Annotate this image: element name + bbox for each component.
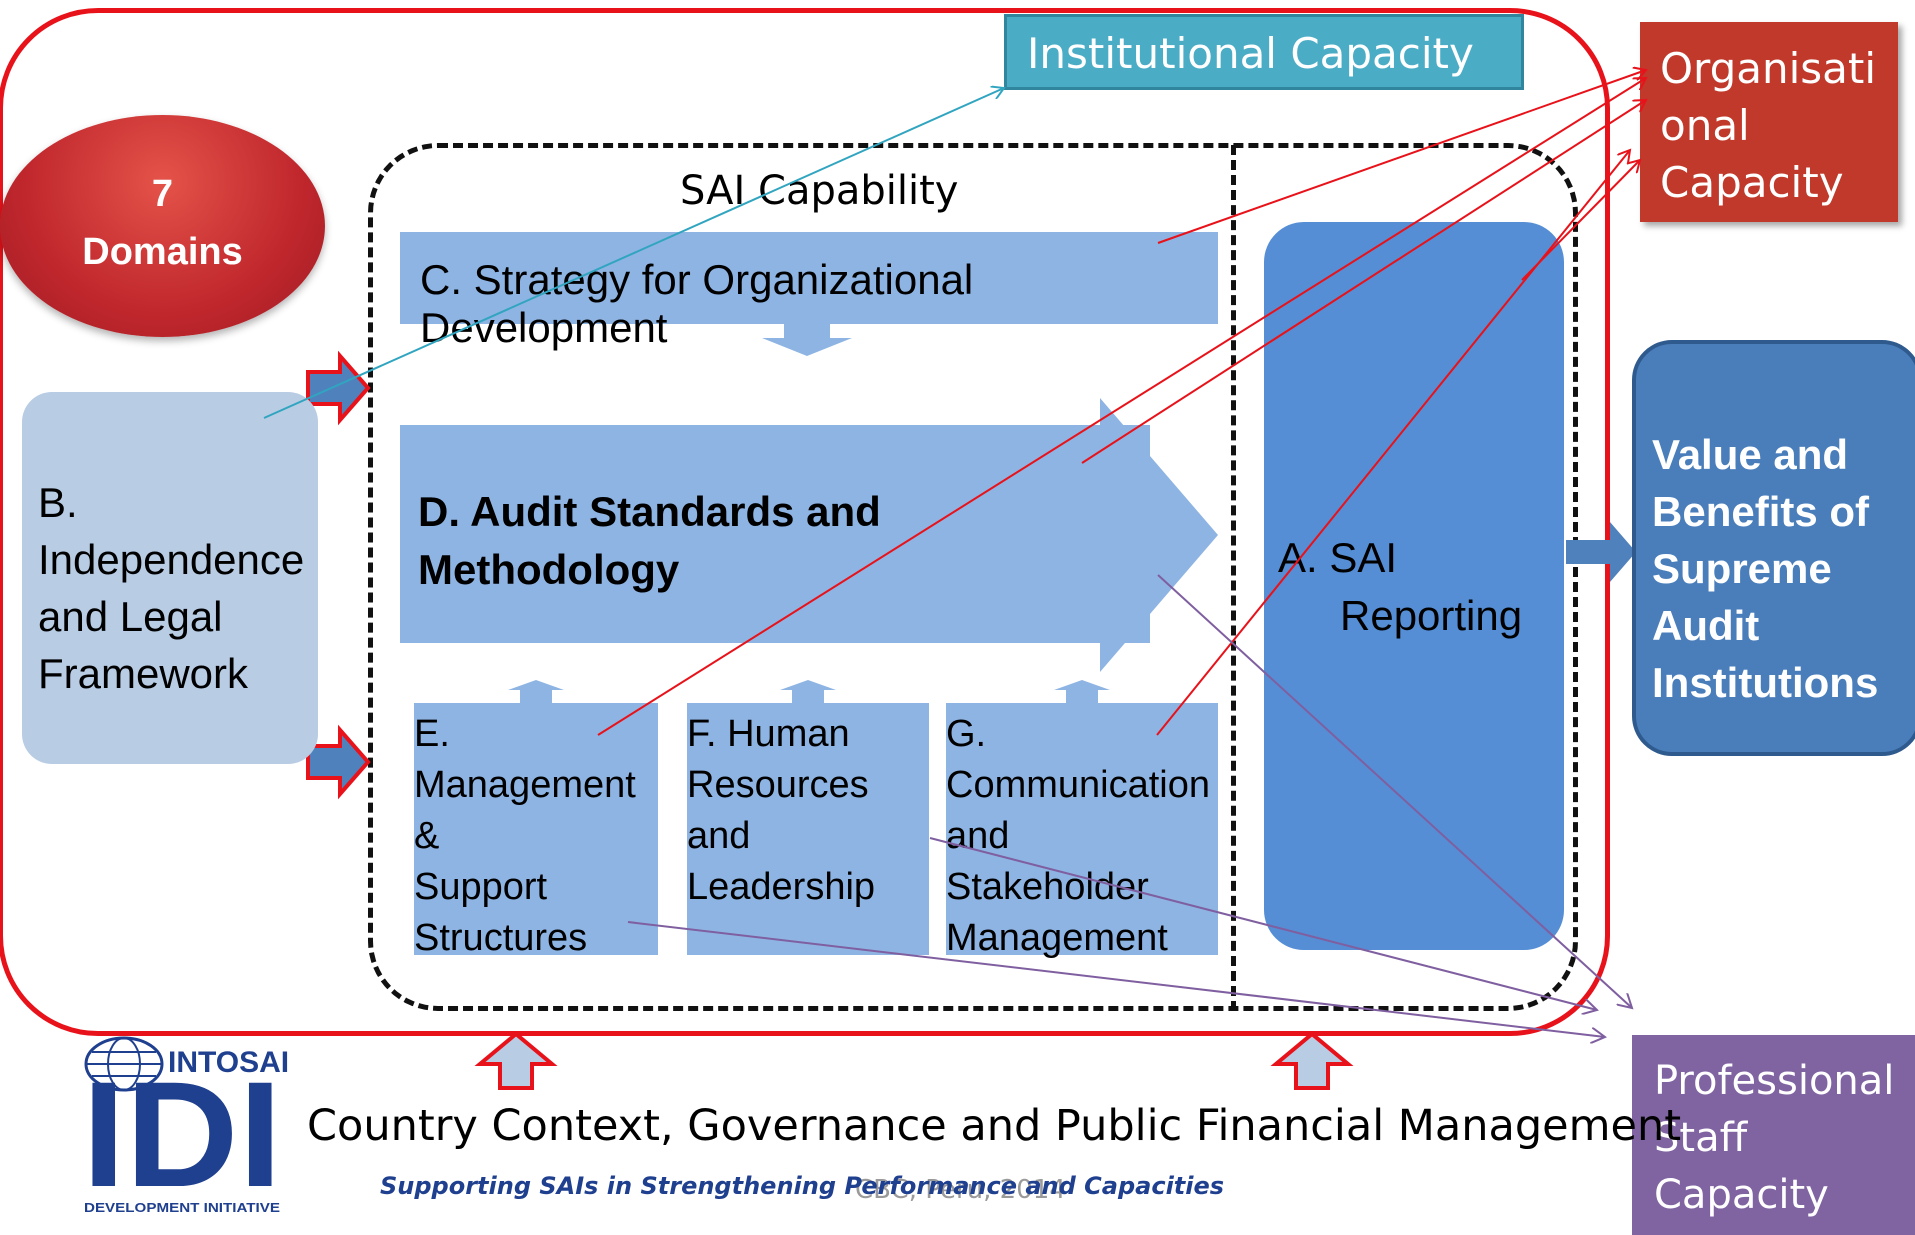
domain-g-line: Communication	[946, 764, 1210, 806]
domain-f-line: Resources and	[687, 764, 869, 857]
intosai-idi-logo: INTOSAI IDI DEVELOPMENT INITIATIVE	[82, 1036, 289, 1216]
org-capacity-line: Organisati	[1660, 44, 1877, 93]
domain-e-line: Management &	[414, 764, 636, 857]
domain-e-box: E. Management & Support Structures	[414, 703, 658, 959]
footer-text: CBC, Peru, 2014	[855, 1175, 1066, 1205]
domain-f-line: F. Human	[687, 713, 850, 755]
prof-staff-line: Professional	[1654, 1058, 1895, 1104]
prof-staff-line: Staff	[1654, 1115, 1748, 1161]
value-line: Audit	[1652, 602, 1760, 649]
domain-b-line: Independence	[38, 536, 305, 583]
link-b-institutional	[263, 88, 1004, 419]
link-c-organisational	[1157, 70, 1646, 244]
domain-f-box: F. Human Resources and Leadership	[687, 703, 929, 955]
value-line: Benefits of	[1652, 488, 1870, 535]
domain-b-line: Framework	[38, 650, 249, 697]
seven-domains-line: 7	[151, 173, 174, 215]
arrow-c-to-d	[762, 323, 852, 356]
seven-domains-badge: 7 Domains	[0, 115, 325, 337]
domain-c-label: C. Strategy for Organizational Developme…	[420, 256, 974, 351]
tagline: Supporting SAIs in Strengthening Perform…	[380, 1172, 1225, 1200]
link-e-organisational	[597, 78, 1646, 736]
domain-d-box: D. Audit Standards and Methodology	[400, 425, 1150, 643]
domain-e-line: E.	[414, 713, 450, 755]
logo-intosai-text: INTOSAI	[168, 1046, 289, 1079]
prof-staff-line: Capacity	[1654, 1172, 1829, 1218]
arrow-g-up	[1054, 680, 1110, 705]
domain-e-line: Support	[414, 866, 548, 908]
link-e-staff	[627, 921, 1605, 1037]
reporting-divider	[1231, 145, 1236, 1011]
institutional-boundary	[0, 8, 1610, 1036]
globe-icon	[84, 1036, 164, 1092]
domain-a-line: A. SAI	[1278, 534, 1398, 581]
arrow-b-to-c	[306, 350, 371, 426]
domain-f-line: Leadership	[687, 866, 876, 908]
logo-development-text: DEVELOPMENT INITIATIVE	[84, 1200, 280, 1215]
institutional-capacity-box: Institutional Capacity	[1004, 14, 1524, 90]
organisational-capacity-box: Organisati onal Capacity	[1640, 22, 1898, 222]
domain-b-line: and Legal	[38, 593, 223, 640]
link-g-organisational	[1156, 150, 1630, 736]
link-f-staff	[929, 837, 1597, 1010]
value-line: Supreme	[1652, 545, 1832, 592]
seven-domains-line: Domains	[82, 231, 243, 273]
arrow-a-to-value	[1566, 522, 1636, 582]
org-capacity-line: onal	[1660, 101, 1750, 150]
domain-b-line: B.	[38, 479, 78, 526]
arrow-b-to-e	[306, 724, 371, 800]
domain-a-box: A. SAI Reporting	[1264, 222, 1564, 950]
country-context-label: Country Context, Governance and Public F…	[307, 1101, 1682, 1151]
domain-d-line: Methodology	[418, 546, 680, 593]
value-line: Institutions	[1652, 659, 1879, 706]
arrow-f-up	[780, 680, 836, 705]
domain-c-box: C. Strategy for Organizational Developme…	[400, 232, 1218, 351]
value-benefits-box: Value and Benefits of Supreme Audit Inst…	[1632, 340, 1915, 756]
sai-capability-label: SAI Capability	[680, 168, 959, 214]
domain-a-line: Reporting	[1340, 592, 1523, 639]
domain-b-box: B. Independence and Legal Framework	[22, 392, 318, 764]
domain-d-line: D. Audit Standards and	[418, 488, 881, 535]
link-d-staff	[1157, 574, 1632, 1008]
link-a-organisational	[1521, 160, 1640, 281]
domain-e-line: Structures	[414, 917, 588, 959]
logo-idi-text: IDI	[82, 1050, 282, 1216]
domain-g-line: G.	[946, 713, 987, 755]
arrow-context-right	[1270, 1031, 1354, 1090]
arrow-context-left	[474, 1031, 558, 1090]
professional-staff-box: Professional Staff Capacity	[1632, 1035, 1915, 1235]
sai-capability-frame	[368, 143, 1578, 1011]
domain-g-box: G. Communication and Stakeholder Managem…	[946, 703, 1218, 959]
domain-g-line: Management	[946, 917, 1168, 959]
org-capacity-line: Capacity	[1660, 158, 1844, 207]
link-d-organisational	[1081, 100, 1646, 464]
arrow-e-up	[508, 680, 564, 705]
value-line: Value and	[1652, 431, 1849, 478]
